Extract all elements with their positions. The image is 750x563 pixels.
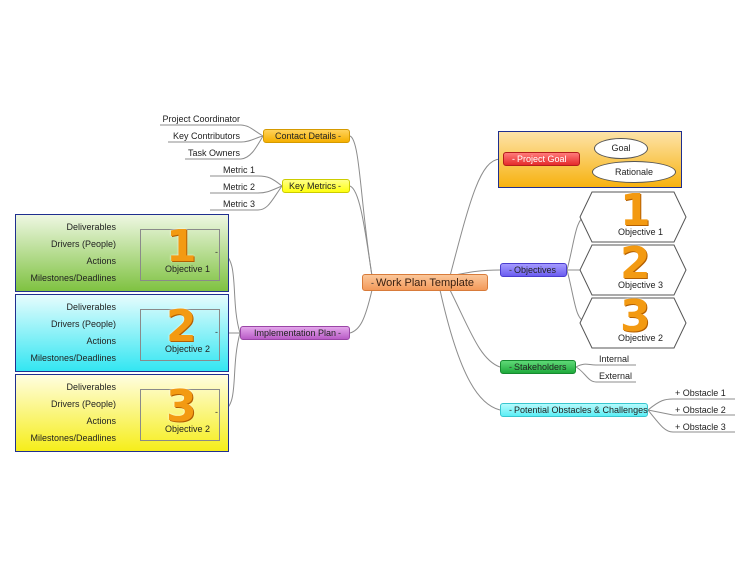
contact-item[interactable]: Project Coordinator [162,114,240,124]
implementation-plan-label: Implementation Plan [253,328,336,338]
obstacle-item[interactable]: + Obstacle 1 [675,387,726,399]
objective-item[interactable]: Actions [86,416,116,426]
objective-label[interactable]: Objective 1 [618,227,664,237]
objective-number-box [140,229,220,281]
stakeholders-topic[interactable]: -Stakeholders [500,360,576,374]
objective-item[interactable]: Milestones/Deadlines [30,433,116,443]
objective-item[interactable]: Actions [86,256,116,266]
obstacle-label: Obstacle 2 [682,405,726,415]
project-goal-label: Project Goal [517,154,567,164]
objective-label[interactable]: Objective 3 [618,280,664,290]
obstacle-label: Obstacle 1 [682,388,726,398]
collapse-toggle[interactable]: - [215,247,218,257]
goal-label: Goal [611,143,631,153]
objectives-topic[interactable]: -Objectives [500,263,567,277]
collapse-toggle[interactable]: - [509,265,512,275]
metric-item[interactable]: Metric 2 [222,182,255,192]
objective-panel-2: 2 Objective 2 - Deliverables Drivers (Pe… [15,294,229,372]
objective-number: 1 [166,221,197,272]
expand-toggle[interactable]: + [675,405,681,415]
collapse-toggle[interactable]: - [338,131,341,141]
key-metrics-label: Key Metrics [289,181,337,191]
objective-label[interactable]: Objective 2 [618,333,664,343]
objective-number: 2 [620,238,651,289]
goal-oval[interactable]: Goal [594,138,648,159]
hexagon-shape [579,297,687,349]
stakeholder-item[interactable]: Internal [599,354,630,364]
objective-label: Objective 1 [165,264,211,274]
collapse-toggle[interactable]: - [371,278,374,288]
objective-label: Objective 2 [165,424,211,434]
objective-item[interactable]: Drivers (People) [50,239,116,249]
objective-label: Objective 2 [165,344,211,354]
project-goal-topic[interactable]: -Project Goal [503,152,580,166]
objective-item[interactable]: Milestones/Deadlines [30,353,116,363]
central-topic-label: Work Plan Template [376,277,475,289]
objective-number: 2 [166,301,197,352]
obstacle-label: Obstacle 3 [682,422,726,432]
hexagon-shape [579,191,687,243]
objective-number: 3 [166,381,197,432]
central-topic[interactable]: -Work Plan Template [362,274,488,291]
obstacles-label: Potential Obstacles & Challenges [514,405,648,415]
metric-item[interactable]: Metric 1 [222,165,255,175]
objective-number-box [140,389,220,441]
objectives-label: Objectives [514,265,557,275]
objective-number: 1 [620,185,651,236]
expand-toggle[interactable]: + [675,422,681,432]
objective-number-box [140,309,220,361]
collapse-toggle[interactable]: - [509,405,512,415]
rationale-oval[interactable]: Rationale [592,161,676,183]
collapse-toggle[interactable]: - [338,328,341,338]
key-metrics-topic[interactable]: Key Metrics- [282,179,350,193]
collapse-toggle[interactable]: - [338,181,342,191]
objective-item[interactable]: Actions [86,336,116,346]
objective-number: 3 [620,291,651,342]
collapse-toggle[interactable]: - [509,362,512,372]
contact-details-topic[interactable]: Contact Details- [263,129,350,143]
objective-hexagons [579,191,687,349]
obstacles-topic[interactable]: -Potential Obstacles & Challenges [500,403,648,417]
contact-item[interactable]: Task Owners [187,148,240,158]
objective-item[interactable]: Drivers (People) [50,399,116,409]
collapse-toggle[interactable]: - [215,407,218,417]
objective-panel-3: 3 Objective 2 - Deliverables Drivers (Pe… [15,374,229,452]
stakeholder-item[interactable]: External [599,371,633,381]
hexagon-shape [579,244,687,296]
obstacle-item[interactable]: + Obstacle 3 [675,421,726,433]
objective-item[interactable]: Milestones/Deadlines [30,273,116,283]
collapse-toggle[interactable]: - [215,327,218,337]
implementation-plan-topic[interactable]: Implementation Plan- [240,326,350,340]
objective-item[interactable]: Deliverables [66,222,116,232]
stakeholders-label: Stakeholders [514,362,567,372]
collapse-toggle[interactable]: - [512,154,515,164]
objective-item[interactable]: Deliverables [66,302,116,312]
metric-item[interactable]: Metric 3 [222,199,255,209]
contact-item[interactable]: Key Contributors [172,131,240,141]
objective-item[interactable]: Drivers (People) [50,319,116,329]
rationale-label: Rationale [614,167,654,177]
expand-toggle[interactable]: + [675,388,681,398]
objective-item[interactable]: Deliverables [66,382,116,392]
contact-details-label: Contact Details [274,131,336,141]
obstacle-item[interactable]: + Obstacle 2 [675,404,726,416]
objective-panel-1: 1 Objective 1 - Deliverables Drivers (Pe… [15,214,229,292]
